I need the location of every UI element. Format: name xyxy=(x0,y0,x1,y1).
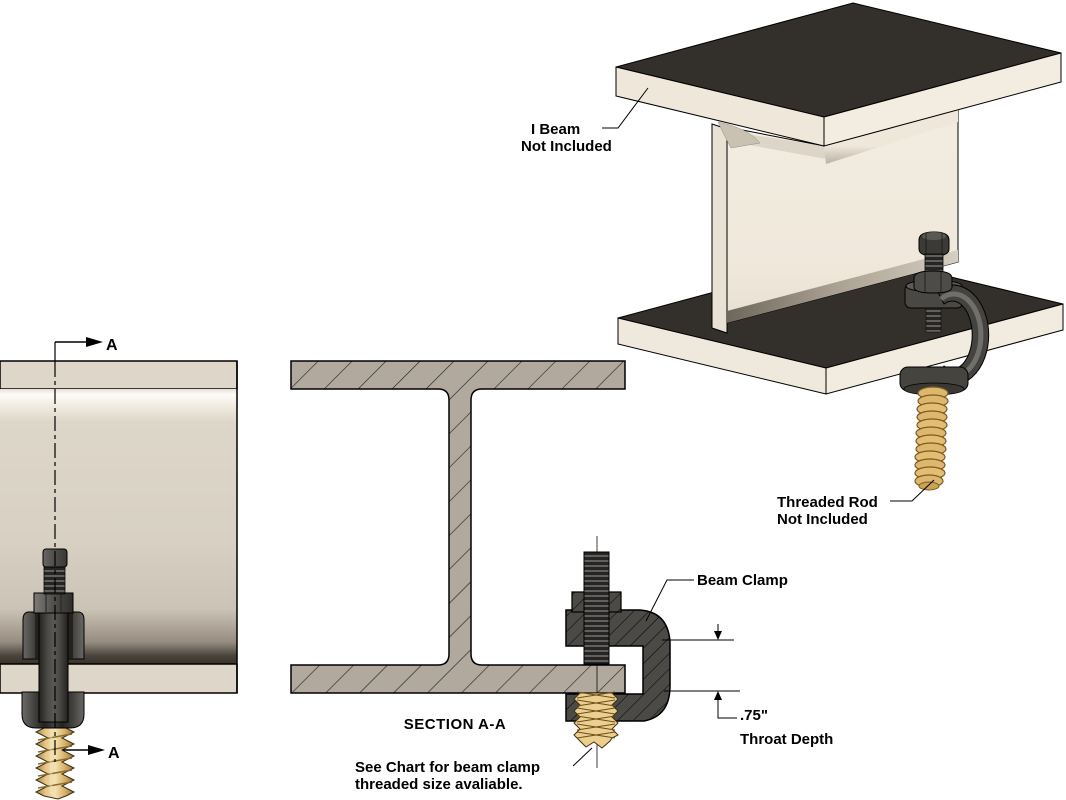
section-cut-line: A A xyxy=(54,337,120,762)
ibeam-label-line1: I Beam xyxy=(531,121,580,138)
iso-beam-clamp xyxy=(899,231,990,396)
clamp-slot-left xyxy=(35,613,40,658)
side-view: A A xyxy=(0,337,238,800)
throat-depth-value: .75" xyxy=(740,707,768,724)
clamp-bolt-tip-iso xyxy=(925,307,942,333)
beam-clamp-label: Beam Clamp xyxy=(697,572,788,589)
section-title: SECTION A-A xyxy=(404,716,506,733)
ibeam-cross-section xyxy=(290,360,626,694)
rod-label-line1: Threaded Rod xyxy=(777,494,878,511)
rod-tip xyxy=(918,481,940,491)
note-line2: threaded size avaliable. xyxy=(355,776,523,793)
iso-web-top-shadow xyxy=(727,110,958,159)
clamp-center-column-side xyxy=(38,611,69,723)
section-marker-bottom: A xyxy=(108,745,120,762)
beam-clamp-leader xyxy=(645,579,694,622)
rod-label-line2: Not Included xyxy=(777,511,868,528)
iso-flange-underside-strip xyxy=(824,110,958,164)
throat-depth-dimension: .75" Throat Depth xyxy=(662,624,833,748)
section-arrow-top xyxy=(86,337,103,347)
iso-web-fillet-shadow xyxy=(727,250,958,323)
note-leader xyxy=(572,747,593,767)
throat-depth-label: Throat Depth xyxy=(740,731,833,748)
threaded-hole-section xyxy=(573,691,619,749)
side-view-bottom-flange xyxy=(0,663,238,694)
side-view-top-flange xyxy=(0,360,238,390)
ibeam-label-line2: Not Included xyxy=(521,138,612,155)
clamp-slot-right xyxy=(68,613,73,658)
clamp-bolt-section xyxy=(583,551,610,665)
section-view: Beam Clamp .75" Throat Depth SECTION A-A… xyxy=(290,360,833,793)
clamp-nut-side xyxy=(33,592,74,614)
iso-threaded-rod xyxy=(914,386,949,491)
note-line1: See Chart for beam clamp xyxy=(355,759,540,776)
section-marker-top: A xyxy=(106,337,118,354)
dimension-arrow-down xyxy=(714,631,722,640)
iso-top-flange-front-face xyxy=(823,52,1062,147)
ibeam-leader xyxy=(602,87,649,129)
bolt-head-top xyxy=(922,232,946,240)
iso-web-fillet-top xyxy=(717,121,761,149)
iso-web-cut-face xyxy=(711,123,728,334)
section-arrow-bottom xyxy=(88,745,105,755)
threaded-rod-leader xyxy=(890,479,935,502)
side-view-beam-clamp xyxy=(21,548,85,800)
iso-view: I Beam Not Included Threaded Rod Not Inc… xyxy=(521,2,1064,528)
clamp-nut-iso xyxy=(913,270,953,294)
dimension-arrow-up xyxy=(714,691,722,700)
